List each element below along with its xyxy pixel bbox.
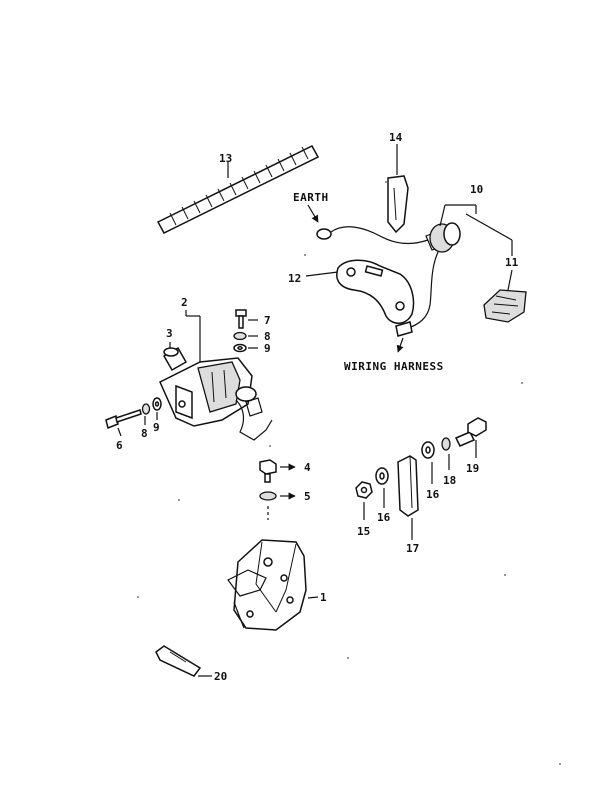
callout-14: 14 [389, 131, 403, 144]
earth-label: EARTH [293, 191, 329, 204]
main-bracket-part-1 [227, 539, 319, 631]
bushing-part-3 [162, 346, 188, 372]
bracket-assembly-part-2 [159, 357, 273, 441]
boot-part-11 [483, 269, 527, 323]
callout-16-right: 16 [426, 488, 440, 501]
callout-10: 10 [470, 183, 483, 196]
callout-15: 15 [357, 525, 370, 538]
callout-6: 6 [116, 439, 123, 452]
callout-17: 17 [406, 542, 419, 555]
callout-2: 2 [181, 296, 188, 309]
nut-part-15 [355, 481, 373, 520]
washer-part-5 [259, 491, 296, 520]
bracket-part-20 [155, 645, 212, 677]
callout-5: 5 [304, 490, 311, 503]
spiral-wrap-part-13 [156, 145, 320, 234]
bolt-part-4 [259, 459, 296, 483]
callout-9-left: 9 [153, 421, 160, 434]
callout-19: 19 [466, 462, 479, 475]
callout-bracket-10-11 [439, 204, 513, 256]
bolt-part-7 [235, 309, 258, 329]
wiring-harness-label: WIRING HARNESS [344, 360, 444, 373]
callout-9-upper: 9 [264, 342, 271, 355]
washer-part-16-left [375, 467, 389, 508]
callout-4: 4 [304, 461, 311, 474]
bolt-part-19 [454, 417, 487, 458]
callout-7: 7 [264, 314, 271, 327]
callout-8-upper: 8 [264, 330, 271, 343]
callout-11: 11 [505, 256, 519, 269]
washer-part-9-left [152, 397, 162, 420]
washer-part-16-right [421, 441, 435, 484]
washer-part-9-upper [233, 343, 258, 353]
bolt-part-6 [105, 409, 142, 437]
scan-specks [137, 181, 561, 765]
callout-18: 18 [443, 474, 456, 487]
callout-12: 12 [288, 272, 301, 285]
clip-part-14 [387, 144, 409, 234]
plate-part-12 [305, 259, 415, 324]
wiring-assembly: EARTH WIRING HARNESS [293, 191, 461, 373]
lock-washer-part-18 [441, 437, 451, 470]
callout-3: 3 [166, 327, 173, 340]
lock-washer-part-8-left [141, 403, 151, 425]
callout-13: 13 [219, 152, 232, 165]
callout-20: 20 [214, 670, 227, 683]
callout-8-left: 8 [141, 427, 148, 440]
callout-16-left: 16 [377, 511, 391, 524]
callout-1: 1 [320, 591, 327, 604]
spacer-part-17 [397, 455, 419, 540]
lock-washer-part-8-upper [233, 331, 258, 341]
